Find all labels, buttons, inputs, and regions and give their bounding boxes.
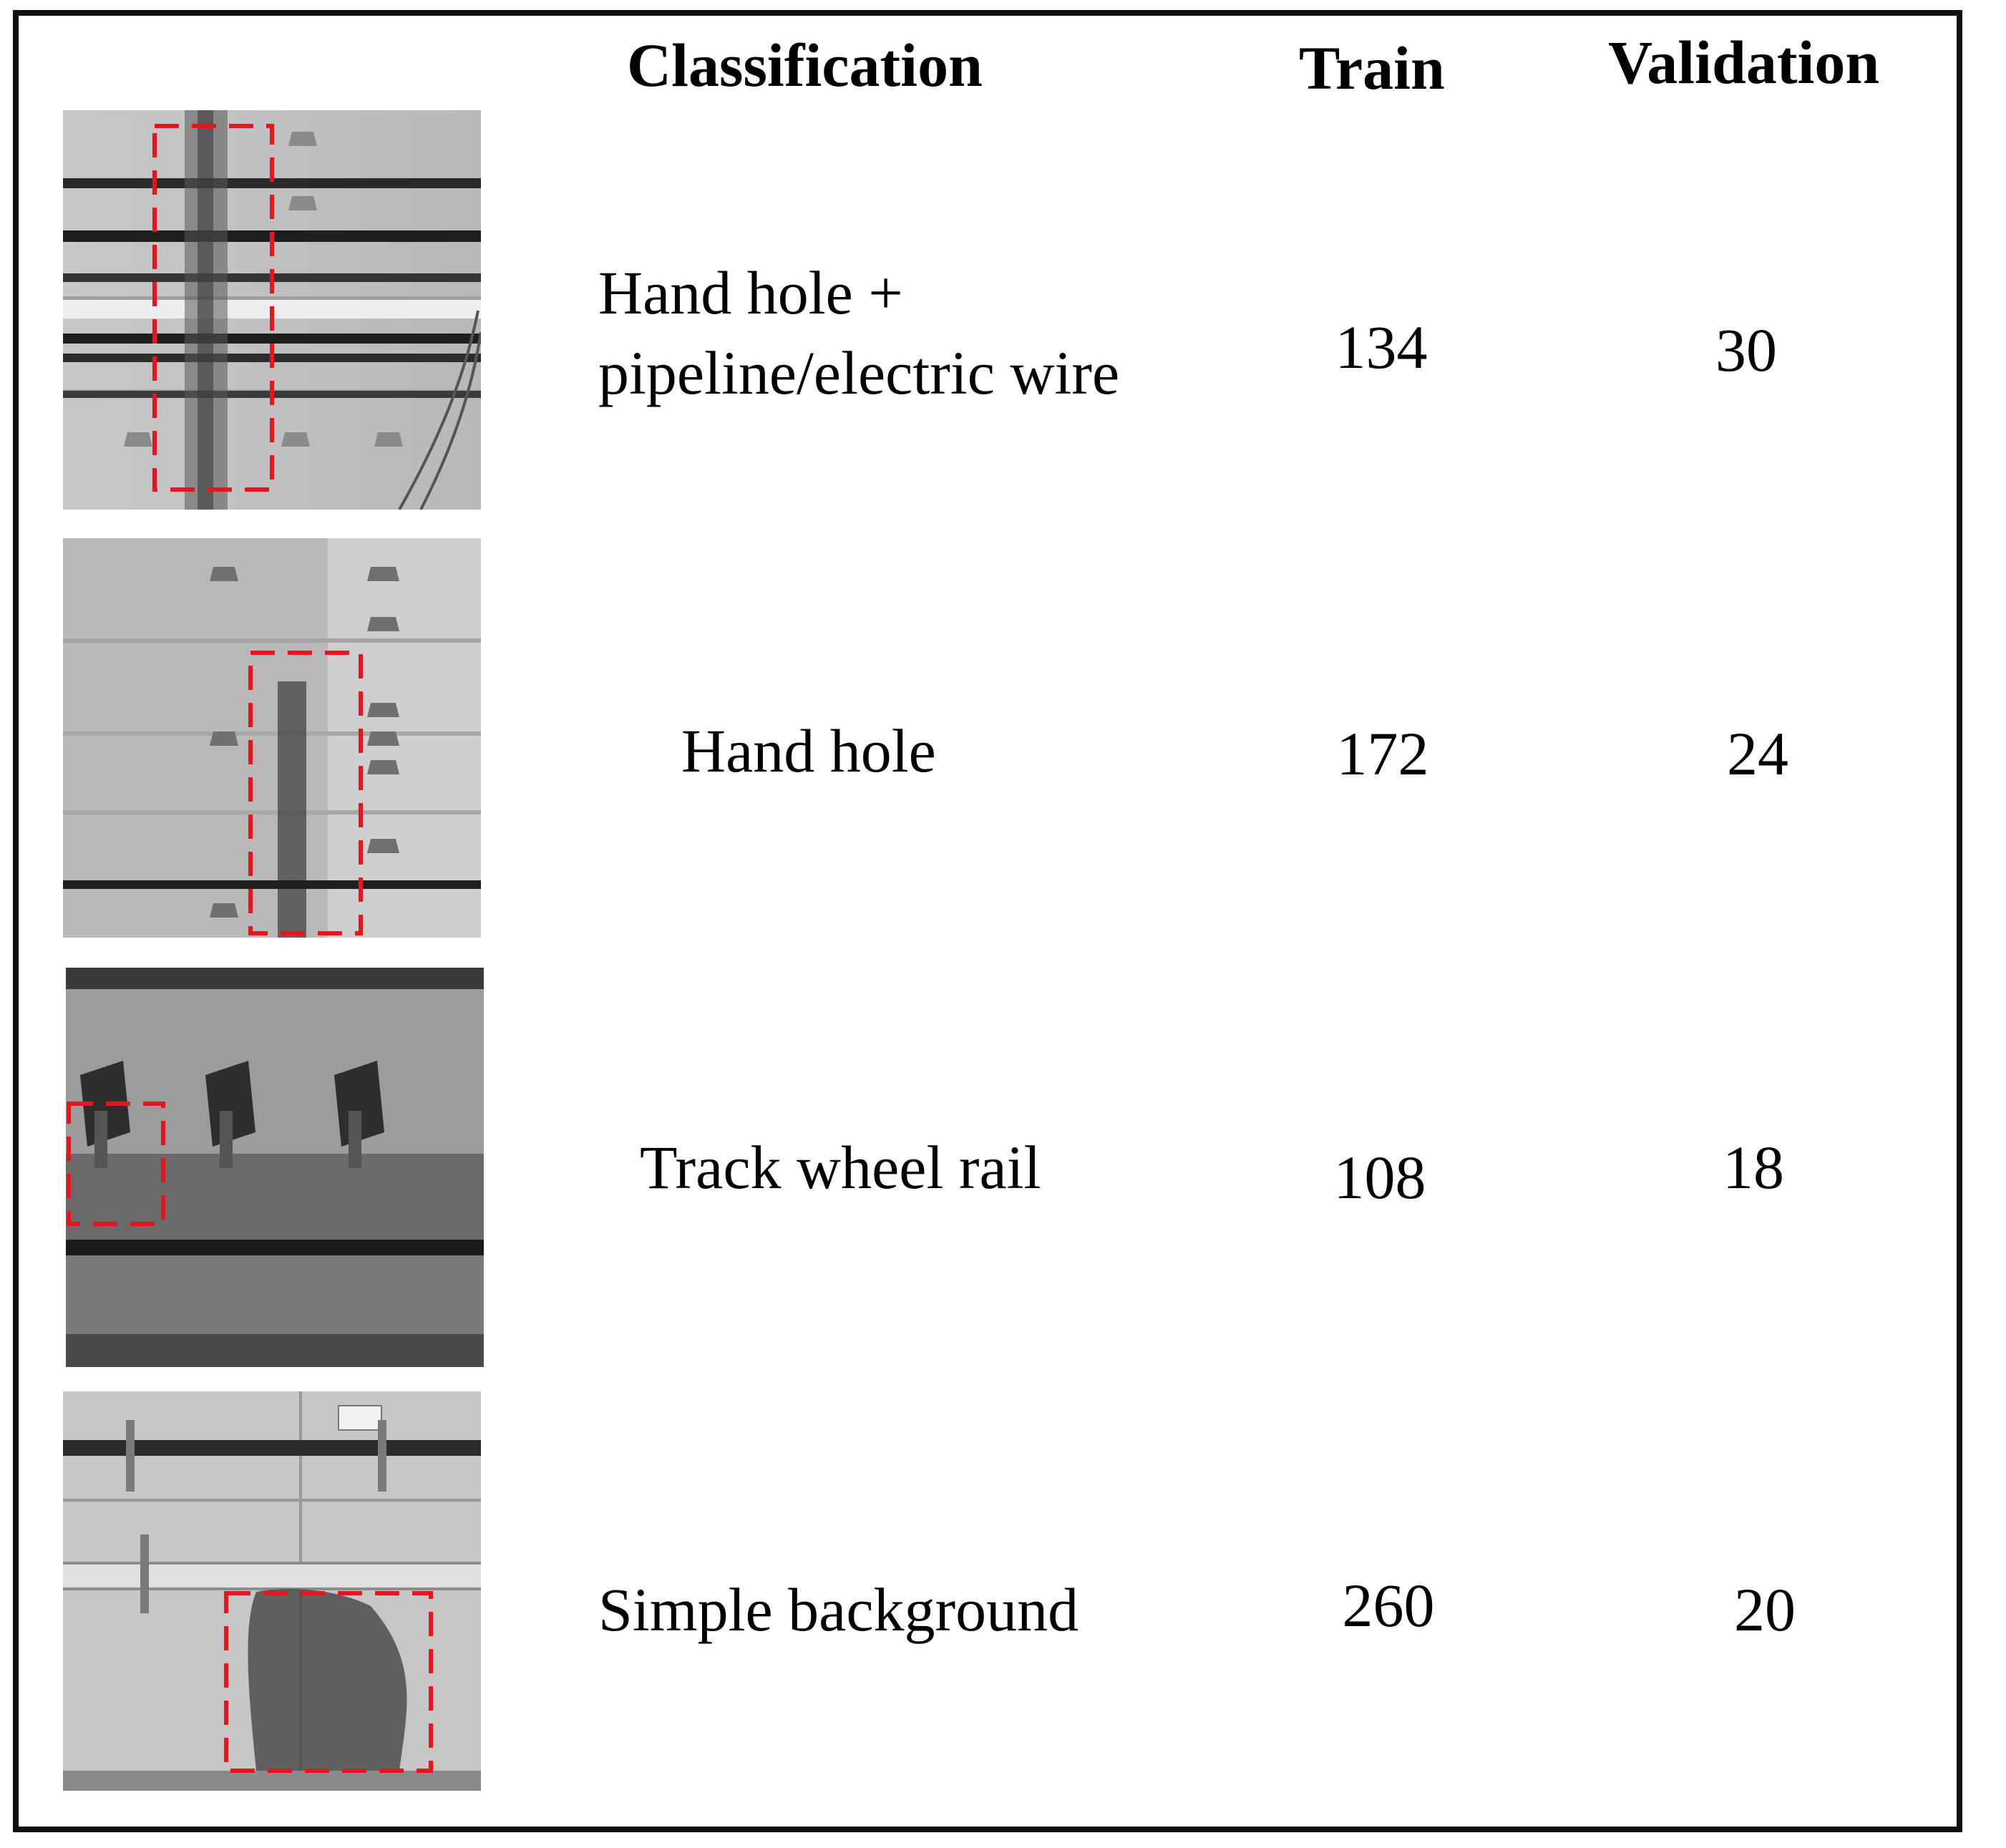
row-2-validation: 24 (1727, 719, 1788, 788)
row-1-image (63, 110, 481, 510)
row-1-train: 134 (1335, 313, 1428, 381)
tunnel-wall-pipes-image (63, 110, 481, 510)
tunnel-wall-handhole-image (63, 538, 481, 938)
table-frame (13, 10, 1962, 1832)
header-train: Train (1299, 34, 1445, 102)
header-validation: Validation (1608, 28, 1880, 97)
row-2-classification: Hand hole (681, 716, 936, 785)
row-4-train: 260 (1342, 1571, 1435, 1640)
row-4-classification: Simple background (598, 1575, 1079, 1644)
row-2-train: 172 (1336, 719, 1429, 788)
track-rail-image (66, 968, 484, 1367)
row-3-validation: 18 (1723, 1133, 1784, 1202)
row-3-image (66, 968, 484, 1367)
header-classification: Classification (627, 31, 983, 99)
row-2-image (63, 538, 481, 938)
row-4-validation: 20 (1734, 1575, 1796, 1644)
row-3-train: 108 (1333, 1143, 1426, 1212)
row-4-image (63, 1391, 481, 1791)
row-3-classification: Track wheel rail (640, 1133, 1041, 1202)
simple-background-image (63, 1391, 481, 1791)
row-1-validation: 30 (1715, 316, 1777, 384)
row-1-classification-line2: pipeline/electric wire (598, 339, 1120, 407)
row-1-classification-line1: Hand hole + (598, 258, 903, 327)
